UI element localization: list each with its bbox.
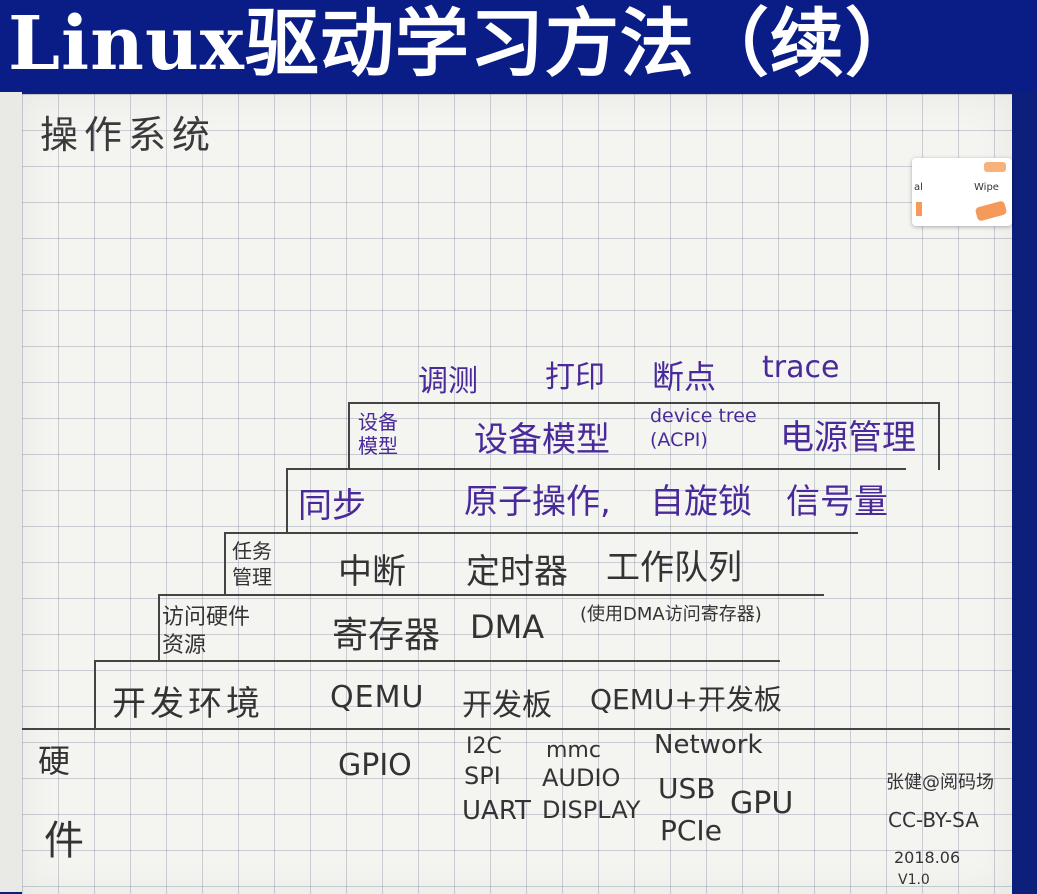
grid-paper xyxy=(22,94,1012,894)
author-version: V1.0 xyxy=(898,872,930,888)
level-spinlock-item: 自旋锁 xyxy=(650,482,752,522)
level-devboard-item: 开发板 xyxy=(462,688,552,723)
level-timer-item: 定时器 xyxy=(466,552,568,592)
step-line-5 xyxy=(94,660,780,662)
step-line-2 xyxy=(286,468,906,470)
step-vline-5 xyxy=(94,660,96,730)
author-license: CC-BY-SA xyxy=(888,808,979,832)
step-line-1 xyxy=(348,402,940,404)
level-device-tree-item: device tree (ACPI) xyxy=(650,405,757,451)
author-name: 张健@阅码场 xyxy=(886,772,994,793)
eraser-icon xyxy=(974,200,1008,222)
debug-item-test: 调测 xyxy=(418,364,478,399)
hw-i2c: I2C xyxy=(466,734,502,759)
level-task-label: 任务 管理 xyxy=(232,539,272,589)
paper-left-edge xyxy=(0,92,22,892)
level-qemu-item: QEMU xyxy=(330,680,425,715)
level-device-model-label: 设备 模型 xyxy=(358,410,398,458)
hw-pcie: PCIe xyxy=(660,814,722,847)
step-line-3 xyxy=(224,532,858,534)
hw-network: Network xyxy=(654,730,763,760)
level-semaphore-item: 信号量 xyxy=(786,482,888,522)
marker-icon xyxy=(916,202,922,216)
debug-item-breakpoint: 断点 xyxy=(652,358,717,396)
level-hw-access-label: 访问硬件 资源 xyxy=(162,605,251,658)
author-date: 2018.06 xyxy=(894,848,961,867)
step-vline-3 xyxy=(224,532,226,596)
overlay-popup[interactable]: al Wipe xyxy=(912,158,1012,226)
slide-right-edge xyxy=(1012,92,1037,892)
color-swatch-icon xyxy=(984,162,1006,172)
os-label: 操作系统 xyxy=(40,113,217,157)
title-bar: Linux驱动学习方法（续） xyxy=(0,0,1037,92)
step-vline-1 xyxy=(348,402,350,470)
level-power-management-item: 电源管理 xyxy=(780,418,916,458)
step-vline-2 xyxy=(286,468,288,532)
hw-display: DISPLAY xyxy=(542,796,641,824)
level-sync-label: 同步 xyxy=(298,486,366,526)
debug-item-print: 打印 xyxy=(545,360,605,395)
step-line-4 xyxy=(158,594,824,596)
hw-gpio: GPIO xyxy=(338,748,412,783)
hw-gpu: GPU xyxy=(730,786,794,821)
hardware-divider xyxy=(22,728,1010,730)
hardware-label-2: 件 xyxy=(44,818,84,864)
level-interrupt-item: 中断 xyxy=(338,552,406,592)
level-device-model-item: 设备模型 xyxy=(474,420,610,460)
popup-wipe-text[interactable]: Wipe xyxy=(974,182,999,193)
level-atomic-item: 原子操作, xyxy=(464,482,611,522)
hw-mmc: mmc xyxy=(546,738,601,763)
debug-item-trace: trace xyxy=(762,350,840,385)
level-register-item: 寄存器 xyxy=(332,615,441,656)
hw-uart: UART xyxy=(462,796,531,826)
level-workqueue-item: 工作队列 xyxy=(606,548,742,588)
hardware-label-1: 硬 xyxy=(38,742,71,780)
step-vline-4 xyxy=(158,594,160,660)
level-dma-note: (使用DMA访问寄存器) xyxy=(580,604,762,625)
hw-usb: USB xyxy=(658,772,716,805)
slide-title: Linux驱动学习方法（续） xyxy=(8,1,920,87)
level-qemu-devboard-item: QEMU+开发板 xyxy=(590,683,782,716)
level-dev-env-label: 开发环境 xyxy=(112,684,264,724)
step-vline-1b xyxy=(938,402,940,470)
popup-left-text: al xyxy=(914,182,923,193)
level-dma-item: DMA xyxy=(470,608,545,646)
hw-audio: AUDIO xyxy=(542,764,621,792)
hw-spi: SPI xyxy=(464,762,501,790)
